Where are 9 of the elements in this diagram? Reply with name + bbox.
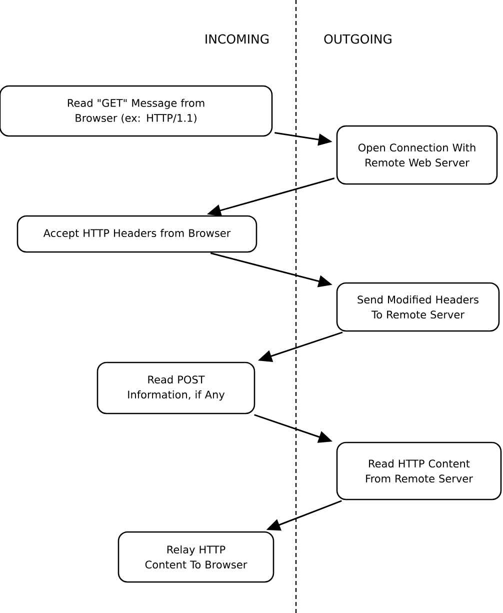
process-box: Relay HTTP Content To Browser (118, 531, 274, 583)
process-box: Accept HTTP Headers from Browser (16, 215, 258, 253)
column-heading: OUTGOING (324, 34, 392, 44)
process-box: Send Modified Headers To Remote Server (336, 282, 500, 332)
process-box: Read HTTP Content From Remote Server (336, 442, 502, 500)
process-box: Read POST Information, if Any (96, 362, 256, 414)
column-heading: INCOMING (206, 34, 269, 44)
process-box: Read "GET" Message from Browser (ex: HTTP/1.1) (0, 85, 273, 137)
process-box: Open Connection With Remote Web Server (336, 125, 498, 185)
